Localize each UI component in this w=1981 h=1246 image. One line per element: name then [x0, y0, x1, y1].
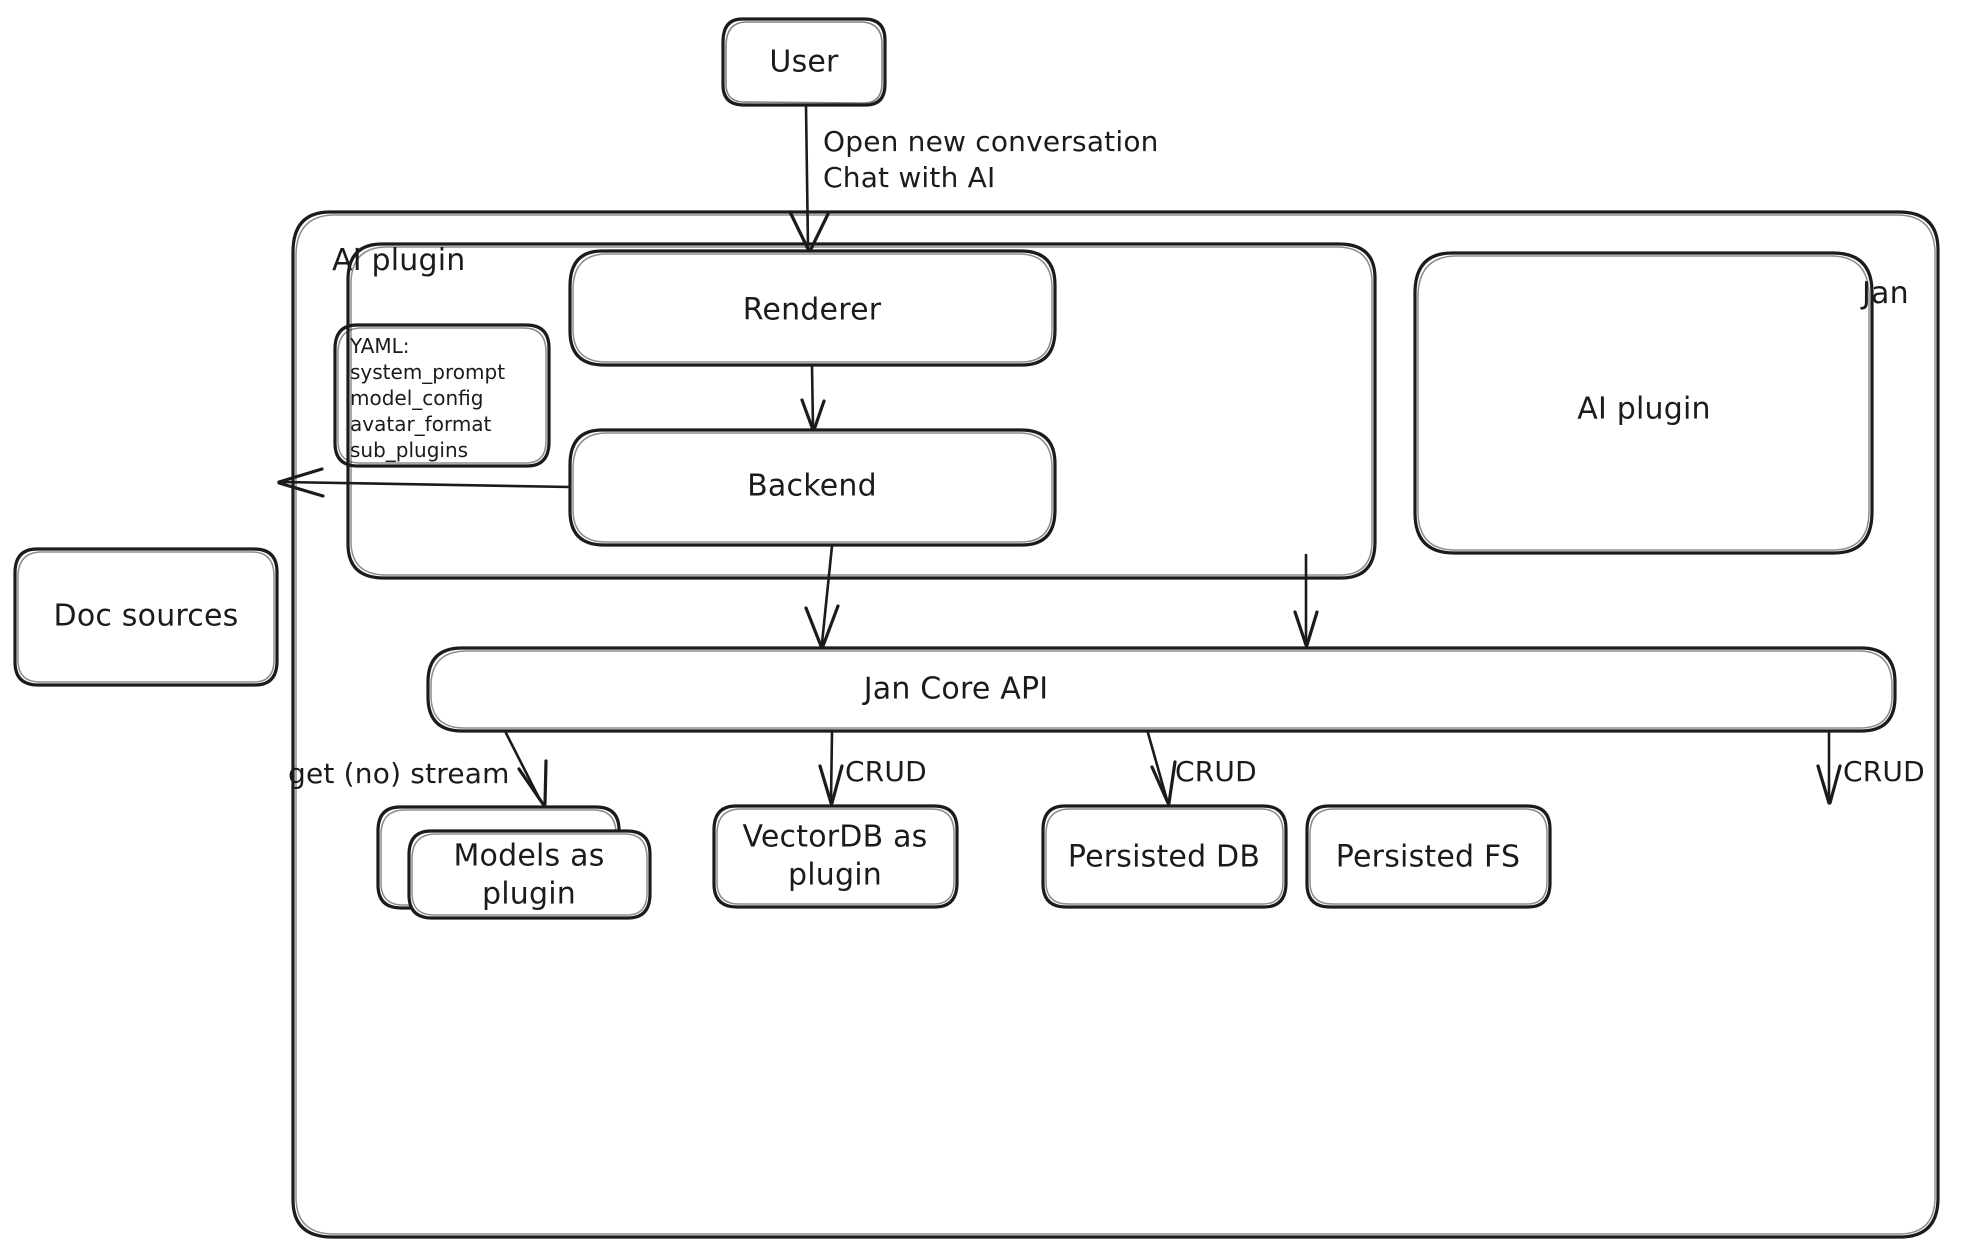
node-label-models-as-plugin-line2: plugin	[482, 876, 576, 911]
edge-label-core-to-persisted-db: CRUD	[1175, 755, 1257, 788]
yaml-card-title: YAML:	[350, 334, 410, 358]
node-renderer-shape[interactable]	[568, 249, 1057, 367]
yaml-card-item-1: model_config	[350, 386, 484, 410]
container-ai-plugin-group-shape	[346, 242, 1377, 580]
yaml-card: YAML: system_prompt model_config avatar_…	[350, 333, 505, 463]
node-models-as-plugin-shape[interactable]	[407, 829, 652, 920]
node-backend-shape[interactable]	[568, 428, 1057, 547]
edge-backend-to-doc-sources	[277, 467, 572, 498]
container-label-jan: Jan	[1862, 276, 1909, 311]
container-jan-shape	[291, 210, 1940, 1239]
node-label-persisted-fs: Persisted FS	[1335, 839, 1521, 875]
yaml-card-item-2: avatar_format	[350, 412, 492, 436]
node-label-jan-core-api: Jan Core API	[863, 671, 1049, 707]
container-label-ai-plugin-group: AI plugin	[332, 243, 466, 278]
edge-label-core-to-models: get (no) stream	[288, 757, 510, 790]
edge-core-to-vectordb	[818, 731, 844, 805]
node-jan-core-api-shape[interactable]	[426, 646, 1897, 733]
edge-label-user-to-renderer-line2: Chat with AI	[823, 161, 996, 195]
node-label-backend: Backend	[747, 468, 877, 504]
node-ai-plugin-shape[interactable]	[1413, 251, 1874, 555]
edge-user-to-renderer	[788, 104, 830, 253]
node-label-vectordb-as-plugin-line1: VectorDB as	[742, 819, 928, 855]
node-persisted-fs-shape[interactable]	[1305, 804, 1552, 909]
node-label-models-as-plugin-line1: Models as	[453, 838, 605, 874]
node-user-shape[interactable]	[721, 17, 887, 107]
edge-renderer-to-backend	[800, 364, 826, 432]
node-label-renderer: Renderer	[742, 292, 882, 328]
yaml-card-shape	[333, 323, 551, 468]
node-vectordb-as-plugin-shape[interactable]	[712, 804, 959, 909]
node-label-persisted-db: Persisted DB	[1067, 839, 1261, 875]
edge-label-core-to-persisted-fs: CRUD	[1843, 755, 1925, 788]
edge-label-core-to-vectordb: CRUD	[845, 755, 927, 788]
yaml-card-item-0: system_prompt	[350, 360, 506, 384]
yaml-card-item-3: sub_plugins	[350, 438, 469, 462]
edge-core-to-models	[504, 731, 548, 806]
node-label-vectordb-as-plugin-line2: plugin	[788, 857, 882, 892]
edge-label-user-to-renderer-line1: Open new conversation	[823, 125, 1159, 158]
edge-core-to-persisted-fs	[1816, 731, 1842, 805]
edge-core-to-persisted-db	[1146, 731, 1177, 805]
edge-backend-to-core	[804, 544, 840, 648]
edge-aiplugin-to-core	[1293, 553, 1319, 647]
node-label-ai-plugin: AI plugin	[1577, 391, 1711, 427]
node-label-user: User	[769, 44, 839, 80]
node-persisted-db-shape[interactable]	[1041, 804, 1288, 909]
node-doc-sources-shape[interactable]	[13, 547, 279, 687]
node-label-doc-sources: Doc sources	[53, 598, 239, 634]
